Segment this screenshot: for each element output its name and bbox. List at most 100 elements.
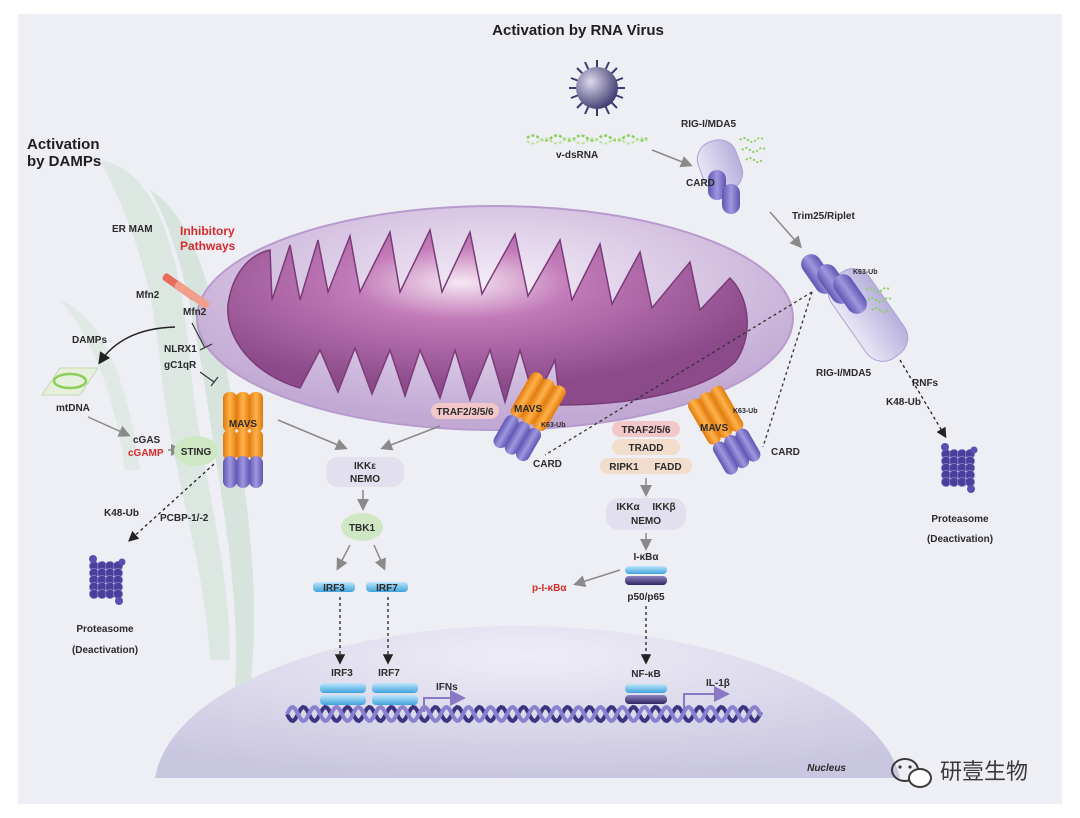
arrow-trim25 <box>769 211 802 249</box>
arrow-traf-to-ikke <box>380 425 441 451</box>
label-deactivation-left: (Deactivation) <box>72 645 138 656</box>
label-rig-mda5-top: RIG-I/MDA5 <box>681 119 736 130</box>
arrow-dsrna-to-rig <box>651 149 693 168</box>
watermark-text: 研壹生物 <box>940 760 1028 785</box>
arrow-tbk1-to-irf3 <box>336 544 351 571</box>
mtdna-icon <box>41 367 99 396</box>
mitochondrion <box>196 205 794 431</box>
rna-virus-icon <box>569 60 625 116</box>
dashed-rig-to-center-card <box>544 291 813 456</box>
label-rnfs: RNFs <box>912 378 939 389</box>
label-traf-left: TRAF2/3/5/6 <box>436 407 494 418</box>
label-ifns: IFNs <box>436 682 458 693</box>
label-mfn2-b: Mfn2 <box>183 307 207 318</box>
label-trim25: Trim25/Riplet <box>792 211 855 222</box>
sting-node <box>174 436 218 466</box>
arrow-to-p-ikba <box>573 569 621 587</box>
label-ikke: IKKε <box>354 461 376 472</box>
il1b-transcription-arrow <box>683 686 730 712</box>
label-mavs-left: MAVS <box>229 419 257 430</box>
label-nemo-right: NEMO <box>631 516 661 527</box>
label-ikkb: IKKβ <box>652 502 675 513</box>
arrow-rig-to-proteasome <box>899 359 947 439</box>
label-mavs-right: MAVS <box>700 423 728 434</box>
label-k48-left: K48-Ub <box>104 508 139 519</box>
label-damps: DAMPs <box>72 335 107 346</box>
label-sting: STING <box>181 447 212 458</box>
traf-left-box <box>431 403 499 419</box>
label-card-center: CARD <box>533 459 562 470</box>
label-v-dsrna: v-dsRNA <box>556 150 598 161</box>
label-rig-mda5-right: RIG-I/MDA5 <box>816 368 871 379</box>
label-er-mam: ER MAM <box>112 224 153 235</box>
label-k48-right: K48-Ub <box>886 397 921 408</box>
label-gc1qr: gC1qR <box>164 360 197 371</box>
proteasome-right-icon <box>941 443 978 493</box>
rig-i-mda5-activated <box>801 254 909 362</box>
ripk1-fadd-box <box>600 458 692 474</box>
mfn2-icon <box>162 273 210 309</box>
label-p50p65: p50/p65 <box>627 592 665 603</box>
label-irf7-bottom: IRF7 <box>378 668 400 679</box>
mavs-right <box>688 385 761 475</box>
label-tbk1: TBK1 <box>349 523 376 534</box>
label-proteasome-left: Proteasome <box>76 624 134 635</box>
title-damps-line1: Activation <box>27 136 100 153</box>
label-mtdna: mtDNA <box>56 403 90 414</box>
label-p-ikba: p-I-κBα <box>532 583 567 594</box>
label-k63-right: K63-Ub <box>733 408 758 415</box>
arrow-tbk1-to-irf7 <box>373 544 386 571</box>
label-tradd: TRADD <box>629 443 664 454</box>
label-proteasome-right: Proteasome <box>931 514 989 525</box>
title-damps-line2: by DAMPs <box>27 153 101 170</box>
arrow-sting-to-proteasome <box>128 463 215 542</box>
wechat-logo-icon <box>891 758 932 788</box>
label-cgas: cGAS <box>133 435 161 446</box>
tbk1-node <box>341 513 383 541</box>
label-card-rig: CARD <box>686 178 715 189</box>
label-il1b: IL-1β <box>706 678 730 689</box>
irf7-dimer <box>372 683 418 705</box>
irf7-top-bar <box>366 582 408 592</box>
irf3-dimer <box>320 683 366 705</box>
dna-helix <box>285 704 763 724</box>
label-k63-center: K63-Ub <box>541 422 566 429</box>
label-nucleus: Nucleus <box>807 763 846 774</box>
arrow-mavs-to-ikke <box>277 419 348 451</box>
ikke-nemo-box <box>326 457 404 487</box>
label-irf3-top: IRF3 <box>323 583 345 594</box>
inhibition-lines <box>191 322 219 387</box>
inhibitory-line1: Inhibitory <box>180 224 235 238</box>
label-mavs-center: MAVS <box>514 404 542 415</box>
label-traf-right: TRAF2/5/6 <box>622 425 671 436</box>
label-nlrx1: NLRX1 <box>164 344 197 355</box>
ikba-bar <box>625 566 667 574</box>
label-card-right: CARD <box>771 447 800 458</box>
label-mfn2-a: Mfn2 <box>136 290 160 301</box>
mavs-center <box>493 372 566 462</box>
ikk-nemo-box <box>606 498 686 530</box>
mavs-left <box>223 392 263 488</box>
label-ikka: IKKα <box>616 502 640 513</box>
p50p65-bar <box>625 576 667 585</box>
v-dsrna-strand <box>526 134 648 145</box>
inhibitory-line2: Pathways <box>180 239 236 253</box>
label-irf7-top: IRF7 <box>376 583 398 594</box>
title-rna-virus: Activation by RNA Virus <box>492 22 664 39</box>
proteasome-left-icon <box>89 555 126 605</box>
label-deactivation-right: (Deactivation) <box>927 534 993 545</box>
nfkb-bar-bottom <box>625 695 667 704</box>
tradd-box <box>612 439 680 455</box>
irf3-top-bar <box>313 582 355 592</box>
rig-i-mda5-top <box>696 137 767 214</box>
arrow-mtdna-to-cgas <box>87 416 131 437</box>
label-nfkb: NF-κB <box>631 669 660 680</box>
arrow-to-damps <box>98 326 176 365</box>
label-ikba: I-κBα <box>633 552 659 563</box>
nfkb-bar-top <box>625 684 667 693</box>
label-nemo-left: NEMO <box>350 474 380 485</box>
label-cgamp: cGAMP <box>128 448 164 459</box>
label-ripk1: RIPK1 <box>609 462 639 473</box>
